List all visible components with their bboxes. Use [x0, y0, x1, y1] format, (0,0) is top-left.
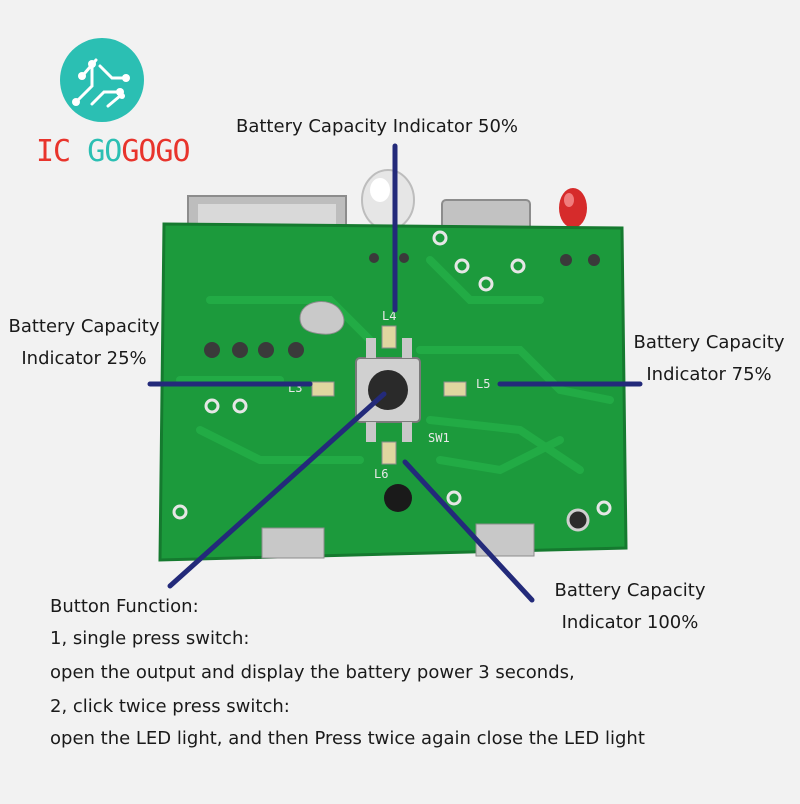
label-indicator-25-line1: Battery Capacity	[8, 316, 160, 337]
label-indicator-100-line1: Battery Capacity	[554, 580, 706, 601]
logo-wordmark: IC GOGOGO	[36, 134, 191, 169]
button-function-line4: open the LED light, and then Press twice…	[50, 728, 645, 749]
logo-part1: GO	[87, 134, 122, 169]
silkscreen-l6: L6	[374, 467, 388, 481]
smd-led-l6-icon	[381, 441, 397, 465]
label-indicator-75-line1: Battery Capacity	[633, 332, 785, 353]
logo-circle-icon	[60, 38, 144, 122]
label-indicator-25-line2: Indicator 25%	[21, 348, 147, 369]
button-function-line1: 1, single press switch:	[50, 628, 250, 649]
silkscreen-l4: L4	[382, 309, 396, 323]
logo-part2: GOGO	[121, 134, 190, 169]
red-led-icon	[559, 188, 587, 228]
pointer-100	[402, 459, 535, 603]
silkscreen-l5: L5	[476, 377, 490, 391]
label-indicator-50: Battery Capacity Indicator 50%	[236, 116, 518, 137]
pointer-button	[167, 391, 387, 589]
label-indicator-75-line2: Indicator 75%	[646, 364, 772, 385]
silkscreen-sw1: SW1	[428, 431, 450, 445]
smd-led-l4-icon	[381, 325, 397, 349]
smd-led-l3-icon	[311, 381, 335, 397]
smd-led-l5-icon	[443, 381, 467, 397]
white-led-icon	[361, 169, 415, 231]
pointer-lines	[147, 143, 643, 603]
logo-prefix: IC	[36, 134, 88, 169]
button-function-title: Button Function:	[50, 596, 199, 617]
button-function-line2: open the output and display the battery …	[50, 662, 575, 683]
button-function-line3: 2, click twice press switch:	[50, 696, 290, 717]
label-indicator-100-line2: Indicator 100%	[561, 612, 699, 633]
